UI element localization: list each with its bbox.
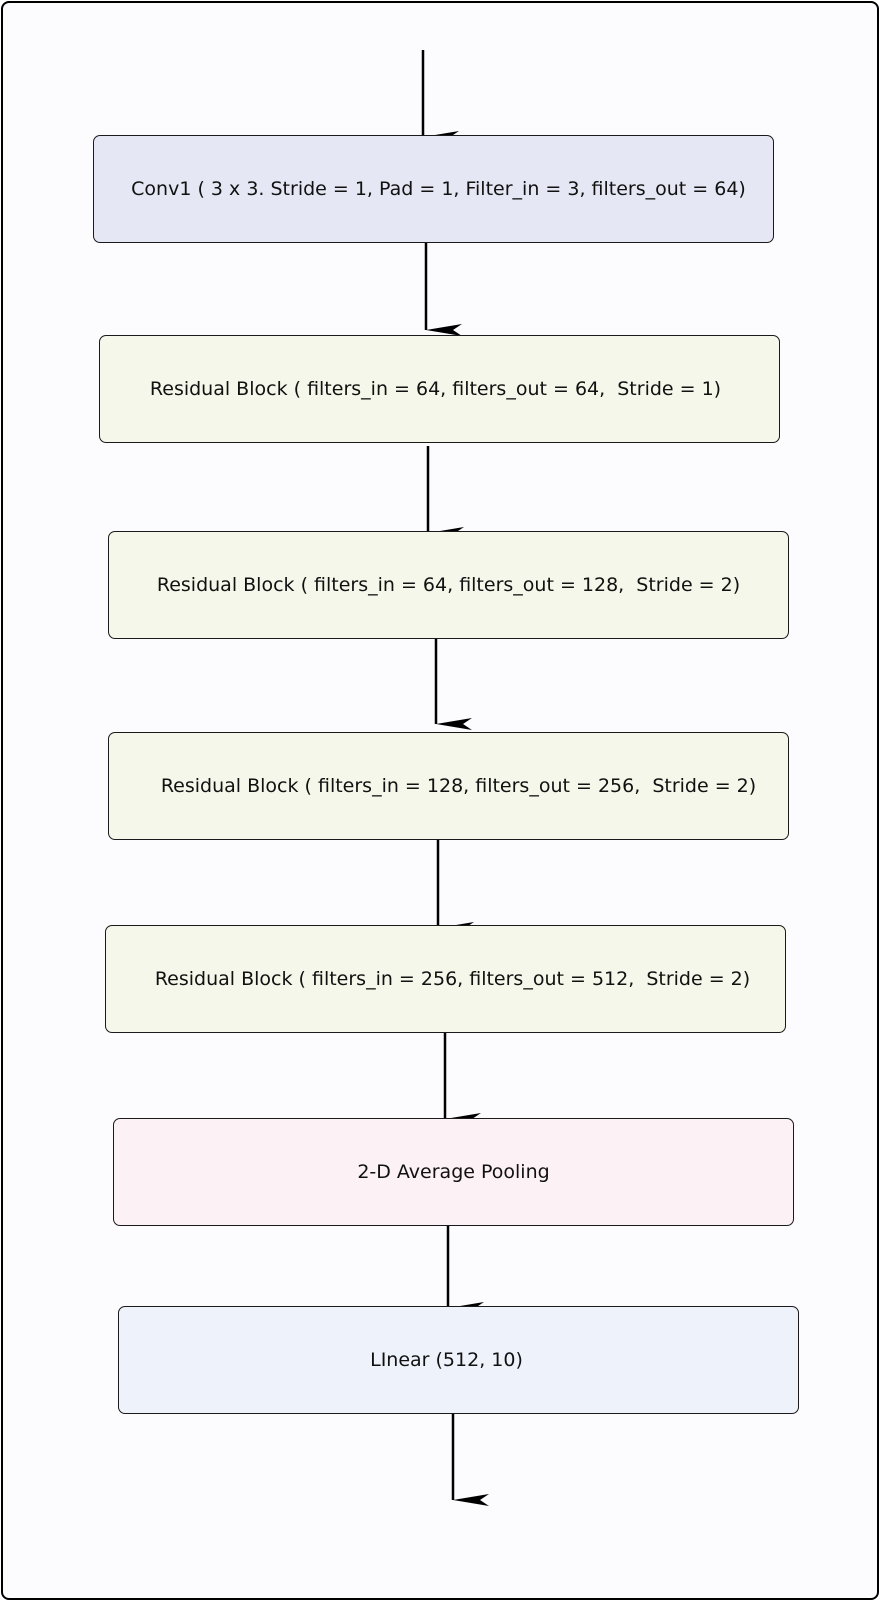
pooling-label: 2-D Average Pooling xyxy=(357,1161,550,1183)
residual-block-3: Residual Block ( filters_in = 128, filte… xyxy=(108,732,789,840)
conv1-label: Conv1 ( 3 x 3. Stride = 1, Pad = 1, Filt… xyxy=(131,178,746,200)
residual-block-2-label: Residual Block ( filters_in = 64, filter… xyxy=(156,574,741,596)
linear-block: LInear (512, 10) xyxy=(118,1306,799,1414)
residual-block-3-label: Residual Block ( filters_in = 128, filte… xyxy=(160,775,757,797)
residual-block-1: Residual Block ( filters_in = 64, filter… xyxy=(99,335,780,443)
linear-label: LInear (512, 10) xyxy=(370,1349,523,1371)
residual-block-4: Residual Block ( filters_in = 256, filte… xyxy=(105,925,786,1033)
residual-block-2: Residual Block ( filters_in = 64, filter… xyxy=(108,531,789,639)
residual-block-1-label: Residual Block ( filters_in = 64, filter… xyxy=(149,378,722,400)
residual-block-4-label: Residual Block ( filters_in = 256, filte… xyxy=(154,968,751,990)
pooling-block: 2-D Average Pooling xyxy=(113,1118,794,1226)
conv1-block: Conv1 ( 3 x 3. Stride = 1, Pad = 1, Filt… xyxy=(93,135,774,243)
